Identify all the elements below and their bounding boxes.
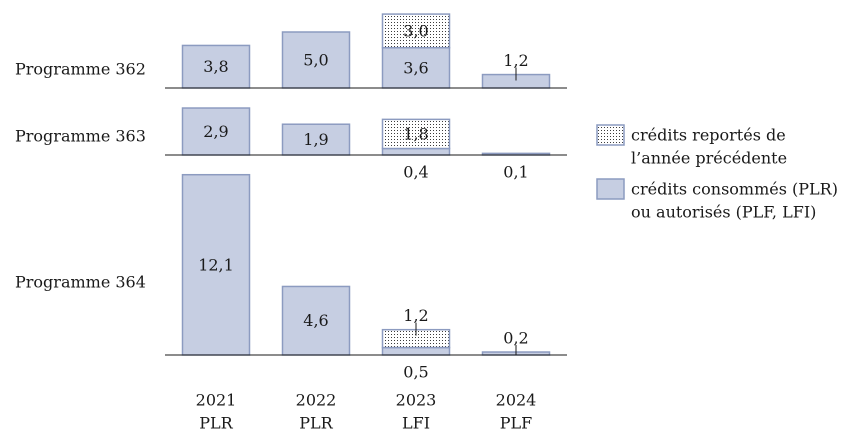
value-label: 4,6 [303, 311, 328, 330]
bar-credits-consommes-2023 [381, 346, 451, 356]
bar-credits-reportes-2023 [381, 13, 451, 49]
bar-credits-consommes-2022 [281, 123, 351, 156]
bar-credits-consommes-2023 [381, 147, 451, 156]
value-label: 3,6 [403, 58, 428, 77]
value-label: 1,2 [403, 306, 428, 325]
bar-credits-consommes-2021 [181, 173, 251, 356]
legend-swatch-dotted [596, 124, 625, 146]
value-label: 0,2 [503, 329, 528, 348]
legend-entry: crédits reportés de l’année précédente [596, 124, 787, 168]
bar-credits-reportes-2023 [381, 118, 451, 150]
category-kind-label: PLR [299, 414, 333, 433]
category-year-label: 2021 [196, 391, 237, 410]
category-year-label: 2023 [396, 391, 437, 410]
category-kind-label: PLR [199, 414, 233, 433]
bar-credits-consommes-2022 [281, 31, 351, 89]
legend-label: crédits consommés (PLR) [631, 180, 838, 199]
chart-panel: Programme 364 12,1 4,6 0,5 1,2 0,2 [15, 173, 567, 382]
value-label: 0,5 [403, 363, 428, 382]
bar-credits-consommes-2022 [281, 285, 351, 356]
panel-label: Programme 362 [15, 60, 146, 79]
category-year-label: 2024 [496, 391, 537, 410]
value-label: 5,0 [303, 51, 328, 70]
chart-panel: Programme 362 3,8 5,0 3,6 3,0 1,2 [15, 13, 567, 89]
panel-label: Programme 364 [15, 273, 146, 292]
legend-label: ou autorisés (PLF, LFI) [631, 203, 816, 222]
value-label: 0,1 [503, 163, 528, 182]
value-label: 1,9 [303, 130, 328, 149]
legend: crédits reportés del’année précédentecré… [596, 124, 838, 222]
panel-label: Programme 363 [15, 127, 146, 146]
value-label: 1,8 [403, 124, 428, 143]
category-year-label: 2022 [296, 391, 337, 410]
legend-swatch-solid [596, 178, 625, 200]
value-label: 1,2 [503, 51, 528, 70]
legend-entry: crédits consommés (PLR) ou autorisés (PLF… [596, 178, 838, 222]
value-label: 12,1 [198, 255, 234, 274]
bar-credits-consommes-2021 [181, 44, 251, 89]
legend-label: l’année précédente [631, 149, 787, 168]
value-label: 0,4 [403, 163, 428, 182]
chart-panel: Programme 363 2,9 1,9 0,4 1,8 0,1 [15, 107, 567, 182]
value-label: 3,8 [203, 57, 228, 76]
category-kind-label: PLF [500, 414, 533, 433]
value-label: 2,9 [203, 122, 228, 141]
bar-credits-consommes-2021 [181, 107, 251, 156]
value-label: 3,0 [403, 21, 428, 40]
category-kind-label: LFI [402, 414, 430, 433]
legend-label: crédits reportés de [631, 126, 786, 145]
